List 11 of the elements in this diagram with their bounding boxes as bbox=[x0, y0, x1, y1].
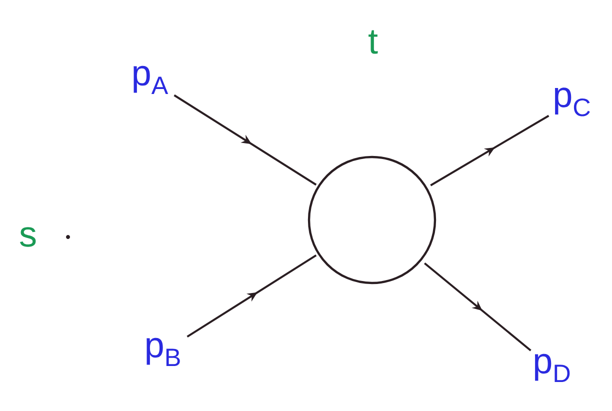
momentum-label: p$_{A}$ bbox=[134, 66, 168, 94]
momentum-label: p$_{D}$ bbox=[534, 354, 570, 382]
arrow bbox=[424, 262, 532, 352]
mandelstam-label: s bbox=[20, 227, 36, 247]
arrow bbox=[174, 94, 317, 186]
arrow bbox=[430, 114, 550, 186]
momentum-label: p$_{B}$ bbox=[146, 338, 180, 366]
arrow bbox=[186, 254, 317, 338]
mandelstam-label: t bbox=[368, 30, 378, 54]
momentum-label: p$_{C}$ bbox=[554, 88, 590, 116]
vertex-circle bbox=[308, 156, 436, 284]
